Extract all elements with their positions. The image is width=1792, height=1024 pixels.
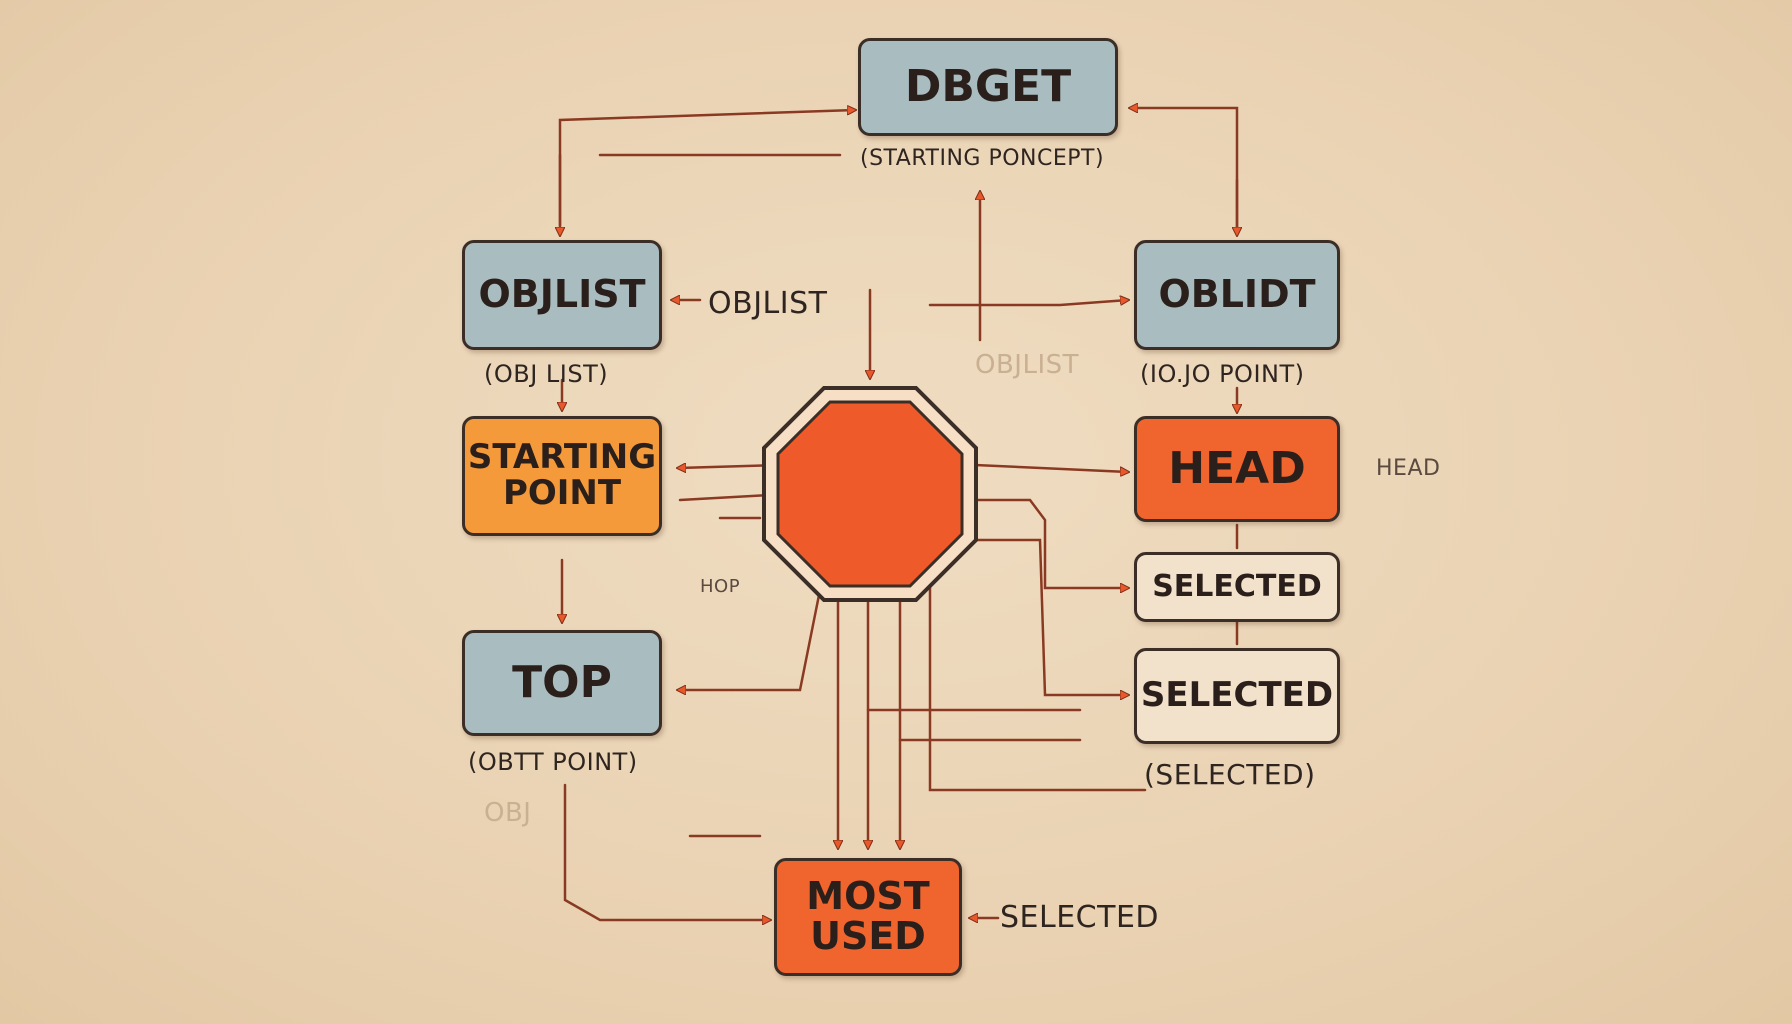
node-starting-point[interactable]: STARTING POINT (462, 416, 662, 536)
connector-hub-to-top (678, 588, 822, 690)
connector-top-to-mostused (563, 783, 770, 920)
node-top[interactable]: TOP (462, 630, 662, 736)
label-obj-faint: OBJ (484, 798, 532, 828)
label-obtt-point: (OBTT POINT) (468, 748, 638, 776)
node-dbget[interactable]: DBGET (858, 38, 1118, 136)
connector-hub-to-starting-2 (678, 493, 772, 502)
label-head-side: HEAD (1376, 456, 1441, 481)
connector-objlist-to-dbget (558, 110, 855, 227)
connector-hub-to-head (973, 463, 1128, 472)
connector-to-oblidt (928, 300, 1128, 307)
label-obj-list-paren: (OBJ LIST) (484, 360, 609, 388)
connector-selected-feed-3 (928, 583, 1147, 792)
connector-hub-to-selected2 (973, 538, 1128, 695)
label-hop: HOP (700, 576, 741, 597)
connector-dbget-to-objlist (560, 153, 842, 235)
hub-octagon (762, 386, 978, 602)
node-most-used[interactable]: MOST USED (774, 858, 962, 976)
connector-oblidt-to-dbget (1130, 108, 1239, 234)
node-oblidt[interactable]: OBLIDT (1134, 240, 1340, 350)
label-objlist-side: OBJLIST (708, 286, 828, 321)
label-selected-paren: (SELECTED) (1144, 758, 1316, 791)
node-head[interactable]: HEAD (1134, 416, 1340, 522)
label-objlist-faint: OBJLIST (975, 350, 1080, 380)
node-selected-1[interactable]: SELECTED (1134, 552, 1340, 622)
label-selected-side: SELECTED (1000, 900, 1159, 935)
node-selected-2[interactable]: SELECTED (1134, 648, 1340, 744)
connector-hub-to-selected1 (973, 498, 1128, 588)
node-objlist[interactable]: OBJLIST (462, 240, 662, 350)
label-starting-poncept: (STARTING PONCEPT) (860, 146, 1105, 171)
label-io-jo-point: (IO.JO POINT) (1140, 360, 1305, 388)
